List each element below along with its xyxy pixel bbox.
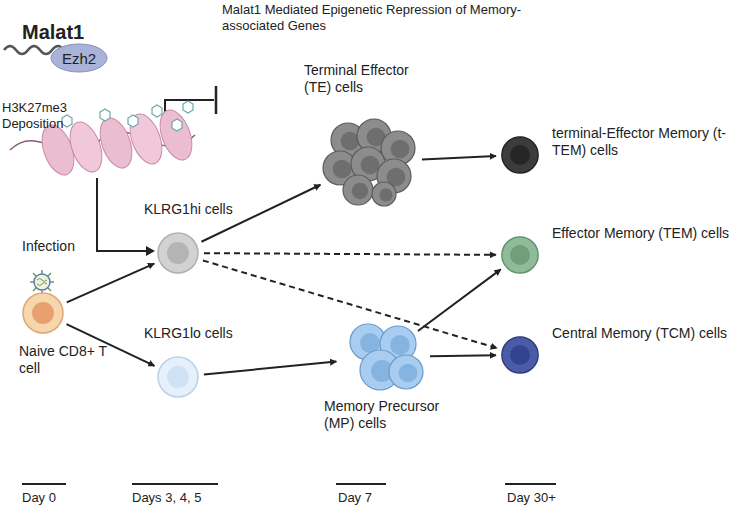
t-tem-cell: terminal-Effector Memory (t-TEM) cells: [500, 135, 540, 175]
cell-label: KLRG1hi cells: [144, 201, 274, 218]
te-cluster: Terminal Effector (TE) cells: [318, 118, 418, 206]
cell-cluster: [318, 118, 418, 206]
klrg1lo-cell: KLRG1lo cells: [156, 355, 200, 399]
cell-shape: [500, 335, 540, 375]
cell-label: Memory Precursor (MP) cells: [324, 398, 454, 432]
methyl-marks: [62, 101, 193, 131]
mechanism-note: Malat1 Mediated Epigenetic Repression of…: [222, 2, 522, 34]
tcm-cell: Central Memory (TCM) cells: [500, 335, 540, 375]
cell-label: Terminal Effector (TE) cells: [304, 62, 432, 96]
naive-cell: Naive CD8+ T cell: [21, 291, 65, 335]
cell-label: Effector Memory (TEM) cells: [552, 225, 740, 242]
deposition-arrow: [97, 178, 150, 251]
day-label: Day 30+: [507, 490, 597, 506]
cell-shape: [500, 235, 540, 275]
deposition-arrowhead: [146, 246, 155, 256]
tem-cell: Effector Memory (TEM) cells: [500, 235, 540, 275]
histone-mark-label: H3K27me3 Deposition: [2, 100, 72, 132]
virus-icon: [30, 270, 54, 294]
protein-ellipse: Ezh2: [50, 43, 108, 73]
cell-label: Naive CD8+ T cell: [19, 343, 111, 377]
infection-label: Infection: [22, 238, 112, 255]
node-label: Ezh2: [50, 50, 108, 67]
cell-shape: [500, 135, 540, 175]
day-label: Day 0: [22, 490, 112, 506]
arrow: [422, 156, 496, 159]
cell-label: terminal-Effector Memory (t-TEM) cells: [552, 125, 740, 159]
klrg1hi-cell: KLRG1hi cells: [156, 231, 200, 275]
arrow: [418, 269, 501, 331]
rna-name: Malat1: [22, 20, 142, 44]
cell-shape: [156, 231, 200, 275]
arrow: [204, 362, 336, 375]
dashed-arrow: [204, 253, 496, 255]
inhibition-bar: [215, 86, 218, 114]
cell-cluster: [340, 322, 426, 392]
cell-shape: [21, 291, 65, 335]
cell-shape: [156, 355, 200, 399]
cell-label: Central Memory (TCM) cells: [552, 325, 740, 342]
cell-label: KLRG1lo cells: [144, 325, 274, 342]
mp-cluster: Memory Precursor (MP) cells: [340, 322, 426, 392]
day-label: Days 3, 4, 5: [132, 490, 242, 506]
day-label: Day 7: [338, 490, 428, 506]
arrow: [67, 264, 154, 303]
arrow: [430, 354, 496, 357]
timeline-bars: [22, 483, 556, 485]
